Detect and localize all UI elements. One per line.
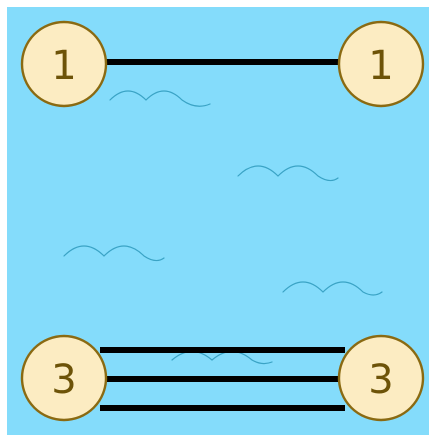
island-number: 3 — [368, 357, 393, 403]
wave-decoration — [109, 90, 211, 107]
island-bottom-left[interactable]: 3 — [20, 334, 108, 422]
wave-decoration — [282, 281, 383, 296]
water-waves — [63, 90, 383, 365]
wave-decoration — [171, 350, 273, 365]
island-number: 1 — [51, 43, 76, 89]
wave-decoration — [237, 165, 339, 182]
island-number: 1 — [368, 43, 393, 89]
island-bottom-right[interactable]: 3 — [337, 334, 425, 422]
island-top-right[interactable]: 1 — [337, 20, 425, 108]
island-number: 3 — [51, 357, 76, 403]
bridges — [100, 59, 345, 411]
wave-decoration — [63, 245, 165, 262]
island-top-left[interactable]: 1 — [20, 20, 108, 108]
